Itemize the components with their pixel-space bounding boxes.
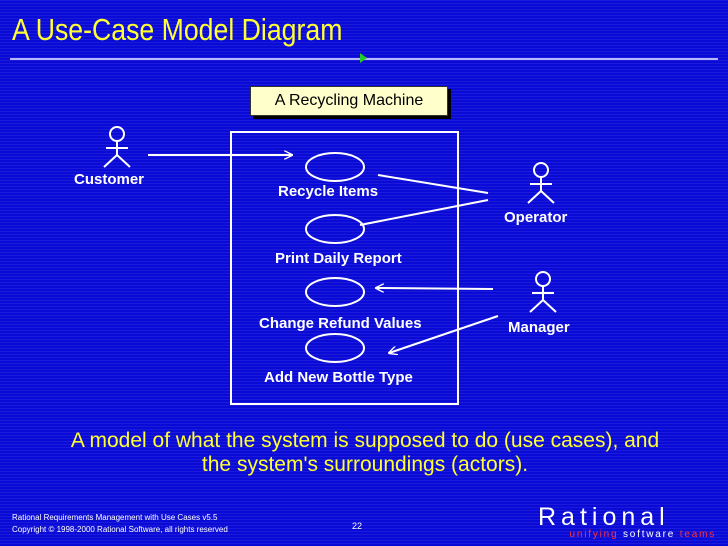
- system-boundary: [230, 131, 459, 405]
- actor-label-customer: Customer: [74, 171, 145, 188]
- use-case-label-recycle-items: Recycle Items: [278, 183, 379, 200]
- association-operator-print-daily-report: [359, 199, 489, 226]
- actor-label-operator: Operator: [504, 209, 568, 226]
- logo-word: Rational: [538, 503, 670, 531]
- logo-tagline-b: software: [622, 529, 676, 540]
- association-manager-add-new-bottle-type: [389, 315, 499, 353]
- logo-tagline-a: unifying: [569, 529, 619, 540]
- actor-customer-icon: [103, 126, 131, 168]
- use-case-label-add-new-bottle-type: Add New Bottle Type: [264, 369, 413, 386]
- actor-operator-icon: [527, 162, 555, 204]
- association-operator-recycle-items: [377, 174, 489, 194]
- use-case-label-print-daily-report: Print Daily Report: [275, 250, 402, 267]
- footer-copyright: Copyright © 1998-2000 Rational Software,…: [12, 525, 228, 534]
- divider-arrow-icon: [360, 53, 367, 63]
- use-case-change-refund-values-ellipse: [305, 277, 365, 307]
- slide-title: A Use-Case Model Diagram: [12, 12, 343, 47]
- use-case-print-daily-report-ellipse: [305, 214, 365, 244]
- system-name: A Recycling Machine: [250, 86, 448, 116]
- actor-manager-icon: [529, 271, 557, 313]
- footer-course: Rational Requirements Management with Us…: [12, 513, 218, 522]
- logo-tagline-c: teams: [679, 529, 716, 540]
- footer-text: Rational Requirements Management with Us…: [12, 512, 228, 536]
- use-case-label-change-refund-values: Change Refund Values: [259, 315, 422, 332]
- slide-subtitle: A model of what the system is supposed t…: [70, 429, 660, 476]
- actor-label-manager: Manager: [508, 319, 570, 336]
- logo-tagline: unifying software teams: [538, 528, 720, 542]
- use-case-recycle-items-ellipse: [305, 152, 365, 182]
- use-case-add-new-bottle-type-ellipse: [305, 333, 365, 363]
- association-manager-change-refund-values: [376, 288, 494, 289]
- page-number: 22: [352, 521, 363, 531]
- rational-logo: Rational unifying software teams: [538, 503, 720, 542]
